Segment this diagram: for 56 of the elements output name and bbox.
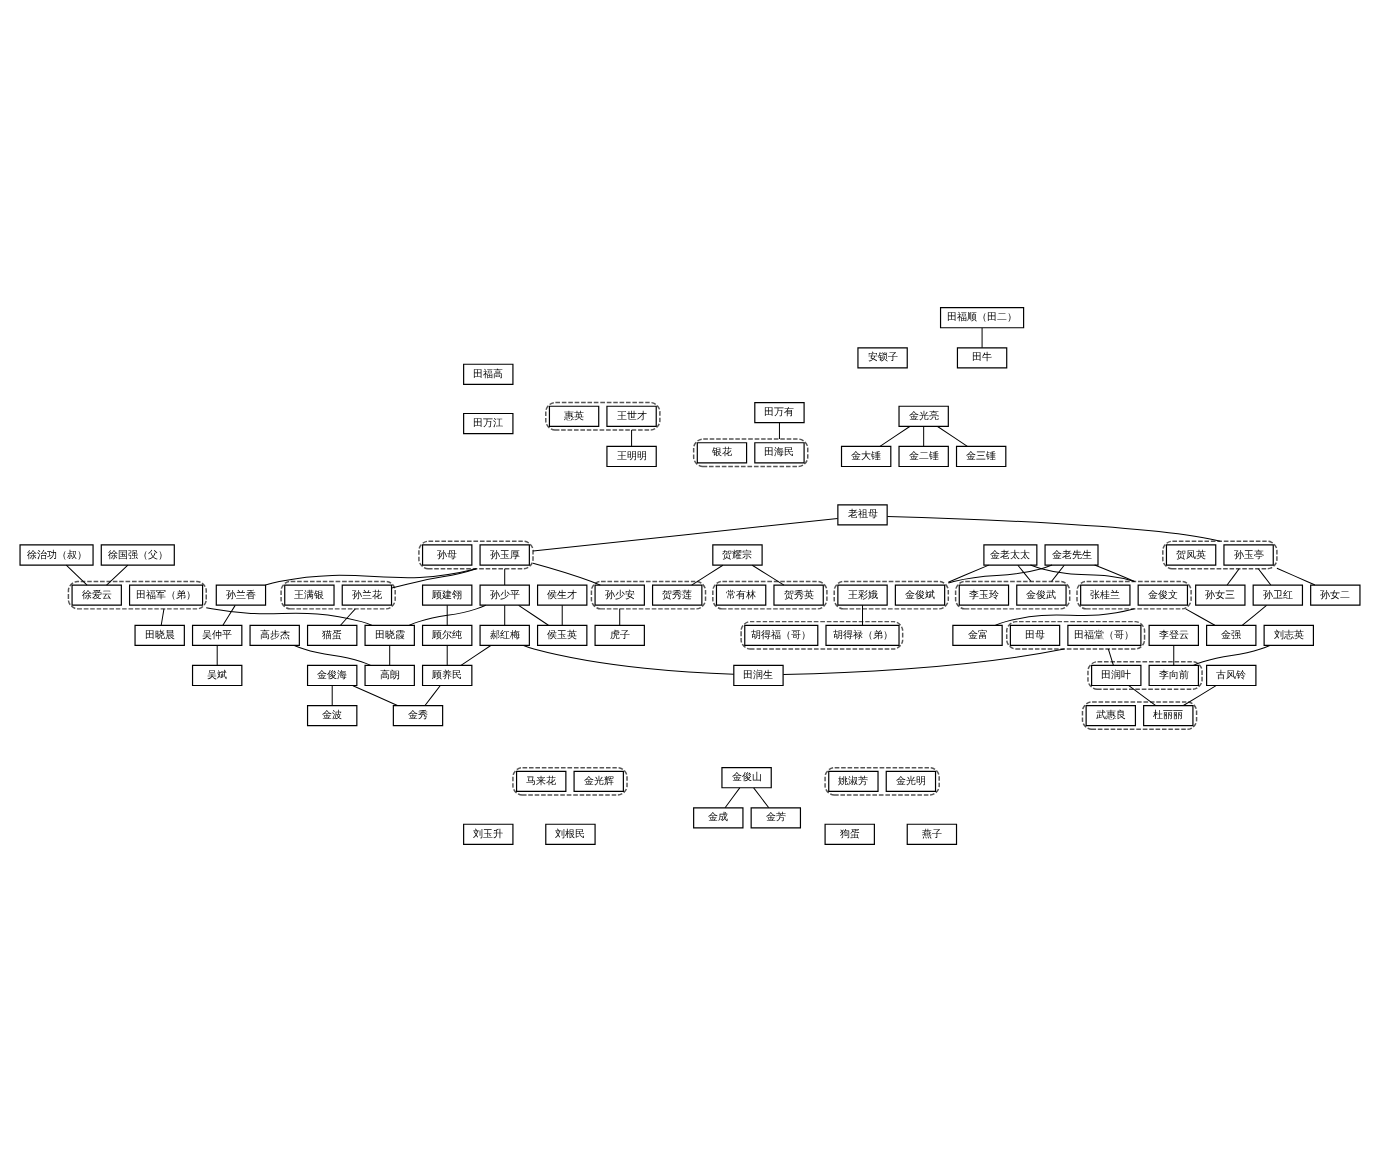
connector (886, 515, 1221, 542)
connector (293, 644, 372, 666)
connector (504, 568, 506, 586)
connector (981, 327, 983, 349)
connector (994, 608, 1135, 626)
connector (1276, 567, 1316, 586)
connector (1050, 564, 1065, 582)
connector (782, 648, 1065, 675)
connector (1030, 564, 1135, 582)
connector (778, 422, 780, 440)
connector (751, 564, 785, 586)
connector (1017, 564, 1032, 582)
connector (1107, 648, 1114, 666)
connector (205, 607, 373, 626)
connector (222, 604, 236, 626)
connector (532, 517, 839, 552)
connector (947, 564, 1053, 584)
connector (1192, 644, 1271, 666)
connector (391, 568, 477, 589)
connector (65, 564, 88, 586)
connector (160, 608, 165, 626)
connector (619, 608, 621, 626)
connector (1257, 568, 1272, 586)
connector (1182, 685, 1217, 707)
connector (532, 562, 601, 586)
connector (879, 425, 911, 447)
connector (862, 604, 863, 626)
connector (523, 644, 735, 675)
connector (446, 604, 448, 626)
connector (408, 604, 487, 626)
connector (460, 645, 492, 666)
connector (724, 787, 741, 809)
connector (561, 604, 563, 626)
connector (691, 564, 724, 586)
connector (1173, 645, 1175, 666)
connector (1185, 608, 1216, 626)
connector (1128, 685, 1157, 707)
connector (352, 685, 398, 707)
connector (340, 608, 356, 626)
connector (1094, 564, 1135, 582)
connector (937, 425, 968, 447)
connector (424, 685, 441, 707)
connector (446, 645, 448, 666)
connector (106, 564, 129, 586)
connector (631, 429, 633, 447)
connector (947, 564, 990, 583)
connector (1241, 604, 1268, 626)
connector (389, 645, 391, 666)
connector (264, 568, 477, 586)
connector (331, 685, 333, 707)
connector (504, 604, 506, 626)
connector (216, 645, 218, 666)
connector (518, 604, 549, 626)
connector (1226, 568, 1240, 586)
connector (923, 425, 925, 447)
connector (753, 787, 770, 809)
